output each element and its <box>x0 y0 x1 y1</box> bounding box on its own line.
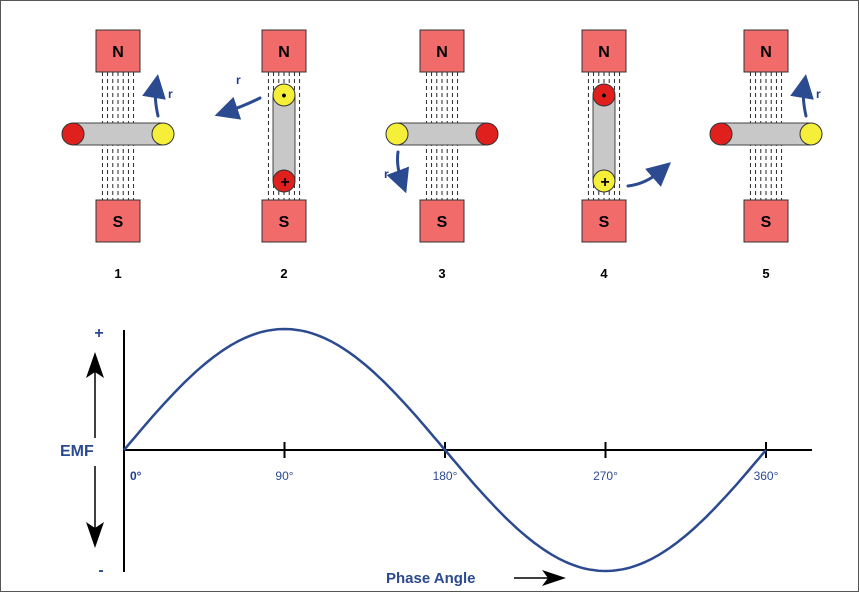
rotation-label: r <box>236 73 241 87</box>
rotation-arrow <box>155 86 158 116</box>
rotation-arrow <box>398 152 403 182</box>
step-3: N Sr 3 <box>384 30 498 281</box>
conductor-end-left <box>62 123 84 145</box>
y-top-label: + <box>94 325 103 342</box>
step-label: 1 <box>114 266 121 281</box>
north-label: N <box>598 44 610 61</box>
conductor-end-right <box>800 123 822 145</box>
north-label: N <box>278 44 290 61</box>
north-label: N <box>112 44 124 61</box>
conductor-loop <box>721 123 811 145</box>
x-tick-label: 90° <box>275 469 293 483</box>
step-5: N Sr 5 <box>710 30 822 281</box>
step-1: N Sr 1 <box>62 30 174 281</box>
step-label: 2 <box>280 266 287 281</box>
south-label: S <box>113 214 124 231</box>
rotation-arrow <box>803 86 806 116</box>
north-label: N <box>436 44 448 61</box>
emf-chart: 0° 90° 180° 270° 360° EMF + - Phase Angle <box>60 325 812 587</box>
conductor-end-right <box>476 123 498 145</box>
conductor-end-left <box>386 123 408 145</box>
x-tick-label: 0° <box>130 469 142 483</box>
y-bottom-label: - <box>98 562 103 579</box>
conductor-end-right <box>152 123 174 145</box>
conductor-loop <box>397 123 487 145</box>
south-label: S <box>599 214 610 231</box>
step-4: N S • +4 <box>582 30 662 281</box>
south-label: S <box>437 214 448 231</box>
x-tick-label: 270° <box>593 469 618 483</box>
rotation-arrow <box>628 170 662 186</box>
current-out-symbol: • <box>602 87 607 103</box>
south-label: S <box>279 214 290 231</box>
conductor-loop <box>593 95 615 181</box>
step-label: 3 <box>438 266 445 281</box>
rotation-label: r <box>816 87 821 101</box>
current-in-symbol: + <box>280 174 289 191</box>
rotation-label: r <box>384 167 389 181</box>
rotation-arrow <box>226 98 260 112</box>
south-label: S <box>761 214 772 231</box>
step-label: 4 <box>600 266 608 281</box>
conductor-loop <box>273 95 295 181</box>
step-label: 5 <box>762 266 769 281</box>
rotation-steps: N Sr 1 N S • + r 2 N Sr 3 N S • +4 N Sr 5 <box>62 30 822 281</box>
conductor-loop <box>73 123 163 145</box>
north-label: N <box>760 44 772 61</box>
rotation-label: r <box>168 87 173 101</box>
step-2: N S • + r 2 <box>226 30 306 281</box>
current-in-symbol: + <box>600 174 609 191</box>
x-tick-label: 360° <box>754 469 779 483</box>
x-tick-label: 180° <box>433 469 458 483</box>
y-axis-label: EMF <box>60 443 94 460</box>
current-out-symbol: • <box>282 87 287 103</box>
conductor-end-left <box>710 123 732 145</box>
x-axis-label: Phase Angle <box>386 570 475 587</box>
